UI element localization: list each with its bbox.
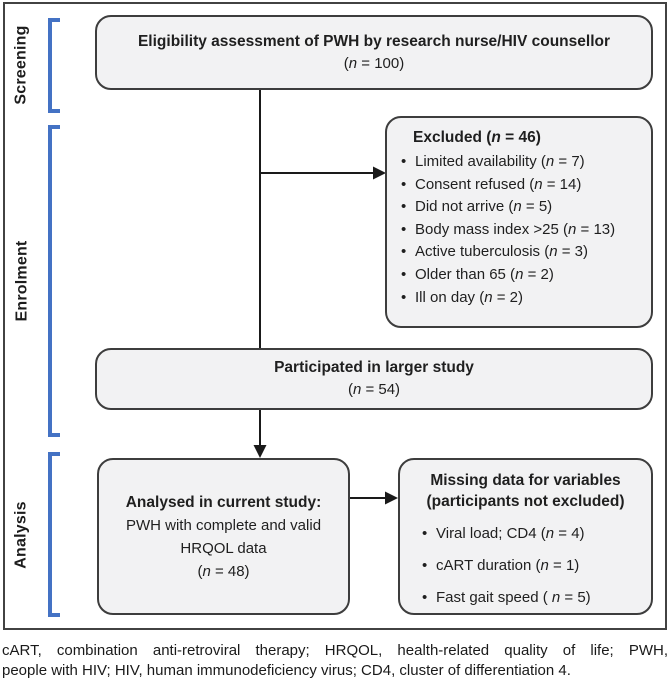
screening-box-title: Eligibility assessment of PWH by researc… — [137, 32, 611, 50]
participated-box: Participated in larger study (n = 54) — [95, 348, 653, 410]
excluded-reasons-list: Limited availability (n = 7)Consent refu… — [401, 151, 645, 309]
caption-line1: cART, combination anti-retroviral therap… — [2, 642, 668, 659]
list-item: Consent refused (n = 14) — [401, 174, 645, 197]
list-item: Fast gait speed ( n = 5) — [422, 588, 651, 608]
list-item: cART duration (n = 1) — [422, 556, 651, 576]
list-item: Limited availability (n = 7) — [401, 151, 645, 174]
participated-box-title: Participated in larger study — [274, 359, 474, 376]
list-item: Older than 65 (n = 2) — [401, 264, 645, 287]
excluded-box-title: Excluded (n = 46) — [413, 129, 541, 146]
figure-caption: cART, combination anti-retroviral therap… — [2, 641, 668, 681]
list-item: Body mass index >25 (n = 13) — [401, 219, 645, 242]
missing-data-box: Missing data for variables (participants… — [398, 458, 653, 615]
stage-label-screening: Screening — [4, 18, 40, 112]
list-item: Ill on day (n = 2) — [401, 287, 645, 310]
missing-box-title-line1: Missing data for variables — [430, 472, 621, 489]
screening-box: Eligibility assessment of PWH by researc… — [95, 15, 653, 90]
excluded-box: Excluded (n = 46) Limited availability (… — [385, 116, 653, 328]
missing-box-title-line2: (participants not excluded) — [426, 492, 625, 510]
analysed-box-n: (n = 48) — [197, 562, 250, 580]
stage-label-enrolment-text: Enrolment — [13, 240, 31, 322]
stage-label-enrolment: Enrolment — [4, 127, 40, 435]
analysed-box-line3: HRQOL data — [180, 539, 267, 557]
stage-label-analysis-text: Analysis — [13, 500, 31, 569]
list-item: Viral load; CD4 (n = 4) — [422, 524, 651, 544]
analysed-box-title: Analysed in current study: — [125, 493, 322, 511]
list-item: Did not arrive (n = 5) — [401, 196, 645, 219]
stage-label-analysis: Analysis — [4, 454, 40, 615]
list-item: Active tuberculosis (n = 3) — [401, 241, 645, 264]
stage-label-screening-text: Screening — [13, 25, 31, 105]
analysed-box: Analysed in current study: PWH with comp… — [97, 458, 350, 615]
analysed-box-line2: PWH with complete and valid — [125, 516, 322, 534]
caption-line2: people with HIV; HIV, human immunodefici… — [2, 662, 571, 679]
participated-box-n: (n = 54) — [347, 381, 401, 398]
screening-box-n: (n = 100) — [343, 54, 405, 72]
missing-variables-list: Viral load; CD4 (n = 4) cART duration (n … — [422, 524, 651, 608]
